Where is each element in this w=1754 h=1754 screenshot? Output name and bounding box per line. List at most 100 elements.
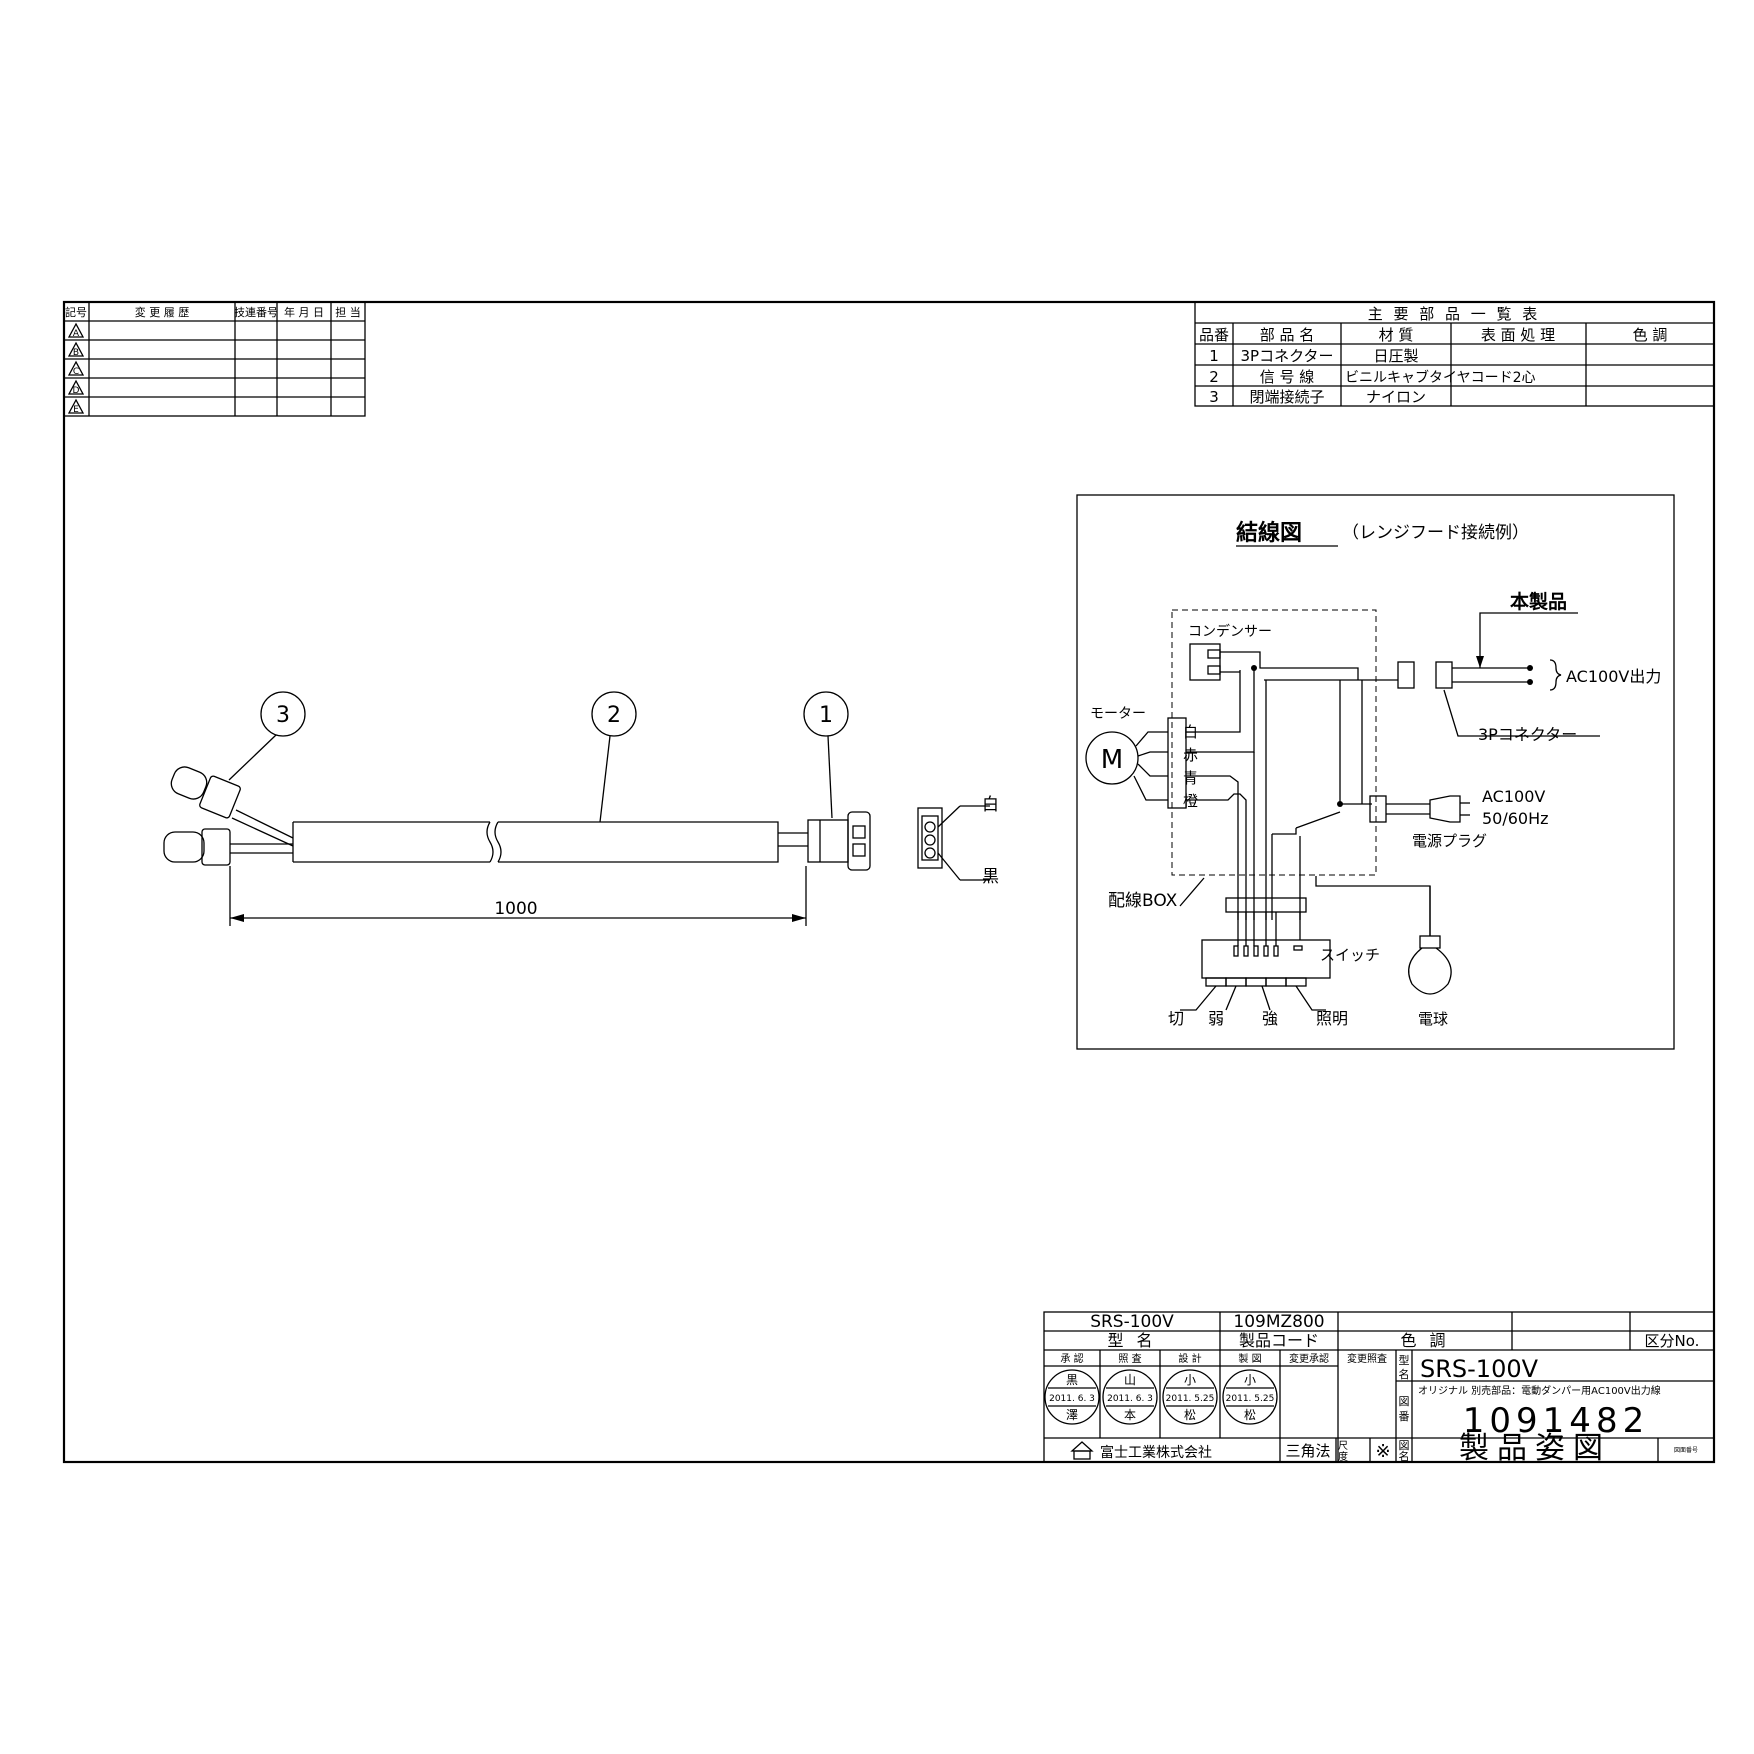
output-connector-symbol: [1397, 659, 1562, 691]
switch-label: スイッチ: [1320, 946, 1380, 964]
rev-mark-e: E: [67, 398, 85, 415]
name-title: SRS-100V: [1420, 1355, 1539, 1383]
product-code-value: 109MZ800: [1233, 1312, 1324, 1332]
switch-label-strong: 強: [1262, 1009, 1278, 1028]
color-label: 色 調: [1400, 1331, 1449, 1350]
revision-table: 記号 変 更 履 歴 技連番号 年 月 日 担 当 A B C D E: [63, 301, 366, 417]
rev-header-history: 変 更 履 歴: [135, 305, 190, 319]
closed-end-connector-upper: [170, 766, 241, 819]
drawing-name: 製品姿図: [1459, 1431, 1611, 1466]
svg-text:D: D: [73, 386, 80, 396]
wire-black-label: 黒: [982, 867, 999, 887]
stamp-4: 小 2011. 5.25 松: [1222, 1369, 1278, 1425]
wire-white-label: 白: [982, 795, 999, 815]
motor-symbol: M: [1085, 731, 1139, 785]
wiring-box-label: 配線BOX: [1108, 891, 1178, 911]
approval-header-draw: 製 図: [1238, 1352, 1261, 1365]
parts-header-material: 材 質: [1379, 326, 1414, 344]
scale-label-2: 度: [1338, 1450, 1348, 1463]
wiring-box-outline: [1171, 609, 1377, 876]
3p-connector-part: [807, 811, 871, 871]
svg-text:2011. 5.25: 2011. 5.25: [1166, 1394, 1215, 1404]
svg-text:2011. 6. 3: 2011. 6. 3: [1107, 1394, 1153, 1404]
product-drawing: 白 黒 3 2 1 1000: [163, 691, 999, 926]
parts-row-2-no: 2: [1209, 368, 1219, 386]
switch-label-off: 切: [1168, 1009, 1184, 1028]
parts-row-3-no: 3: [1209, 388, 1219, 406]
product-code-label: 製品コード: [1239, 1331, 1319, 1350]
name-subtitle: オリジナル 別売部品：電動ダンパー用AC100V出力線: [1418, 1384, 1661, 1397]
switch-label-light: 照明: [1316, 1009, 1348, 1028]
wiring-diagram-frame: [1076, 494, 1675, 1050]
switch-contacts: [1233, 945, 1303, 957]
drawing-no-label-2: 番: [1399, 1410, 1410, 1423]
approval-header-check: 照 査: [1118, 1352, 1141, 1365]
capacitor-label: コンデンサー: [1188, 623, 1272, 640]
power-plug-label: 電源プラグ: [1412, 832, 1487, 850]
sheet-frame: [62, 300, 1716, 1464]
svg-text:小: 小: [1244, 1373, 1256, 1387]
svg-text:小: 小: [1184, 1373, 1196, 1387]
stamp-2: 山 2011. 6. 3 本: [1102, 1369, 1158, 1425]
parts-header-name: 部 品 名: [1260, 326, 1315, 344]
bulb-label: 電球: [1418, 1010, 1448, 1028]
parts-row-1-name: 3Pコネクター: [1241, 347, 1334, 365]
closed-end-connector-lower: [163, 828, 231, 866]
wire-label-red: 赤: [1183, 746, 1198, 764]
parts-header-color: 色 調: [1633, 326, 1668, 344]
capacitor-symbol: [1189, 643, 1221, 681]
rev-header-date: 年 月 日: [284, 305, 324, 319]
bulb-symbol: [1408, 886, 1452, 995]
svg-text:2: 2: [607, 703, 621, 728]
product-label: 本製品: [1510, 590, 1567, 613]
approval-header-design: 設 計: [1178, 1352, 1201, 1365]
dimension-1000: 1000: [229, 866, 807, 926]
svg-text:松: 松: [1184, 1408, 1196, 1422]
approval-header-change-approve: 変更承認: [1289, 1352, 1329, 1365]
stamp-1: 黒 2011. 6. 3 澤: [1044, 1369, 1100, 1425]
parts-table-title: 主 要 部 品 一 覧 表: [1368, 305, 1541, 323]
motor-terminal-block: [1167, 717, 1187, 809]
drawing-name-label-1: 図: [1399, 1439, 1410, 1452]
rev-mark-d: D: [67, 379, 85, 396]
parts-header-finish: 表 面 処 理: [1481, 326, 1555, 344]
svg-text:2011. 5.25: 2011. 5.25: [1226, 1394, 1275, 1404]
projection-label: 三角法: [1285, 1442, 1330, 1460]
motor-label: モーター: [1090, 706, 1146, 722]
svg-text:松: 松: [1244, 1408, 1256, 1422]
parts-row-2-material: ビニルキャブタイヤコード2心: [1345, 369, 1536, 386]
rev-header-mark: 記号: [65, 305, 87, 319]
rev-header-person: 担 当: [335, 305, 361, 319]
switch-label-weak: 弱: [1208, 1009, 1224, 1028]
ac-output-label: AC100V出力: [1566, 667, 1661, 686]
svg-text:E: E: [73, 405, 79, 415]
svg-text:B: B: [73, 348, 79, 358]
title-block: SRS-100V 109MZ800 型 名 製品コード 色 調 区分No. 承 …: [1043, 1311, 1715, 1466]
svg-text:A: A: [73, 329, 80, 339]
balloon-1: 1: [803, 691, 849, 819]
power-plug-symbol: [1369, 795, 1470, 823]
balloon-2: 2: [591, 691, 637, 823]
drawing-name-label-2: 名: [1399, 1449, 1410, 1463]
parts-row-3-name: 閉端接続子: [1249, 388, 1324, 406]
wiring-subtitle: （レンジフード接続例）: [1342, 523, 1529, 543]
category-label: 区分No.: [1645, 1332, 1700, 1350]
svg-text:1: 1: [819, 703, 833, 728]
svg-text:澤: 澤: [1066, 1408, 1078, 1422]
svg-text:C: C: [73, 367, 79, 377]
signal-cable: [292, 821, 779, 863]
scale-value: ※: [1375, 1441, 1390, 1462]
rev-mark-b: B: [67, 341, 85, 358]
svg-text:山: 山: [1124, 1373, 1136, 1387]
parts-row-3-material: ナイロン: [1366, 388, 1426, 406]
type-label-2: 名: [1399, 1367, 1410, 1381]
parts-table: 主 要 部 品 一 覧 表 品番 部 品 名 材 質 表 面 処 理 色 調 1…: [1194, 301, 1715, 407]
svg-text:2011. 6. 3: 2011. 6. 3: [1049, 1394, 1095, 1404]
approval-header-change-check: 変更照査: [1347, 1352, 1387, 1365]
wire-label-blue: 青: [1183, 769, 1198, 787]
scale-label-1: 尺: [1338, 1440, 1348, 1452]
model-value: SRS-100V: [1090, 1312, 1174, 1332]
type-label-1: 型: [1399, 1353, 1410, 1367]
connector-label: 3Pコネクター: [1478, 725, 1577, 744]
